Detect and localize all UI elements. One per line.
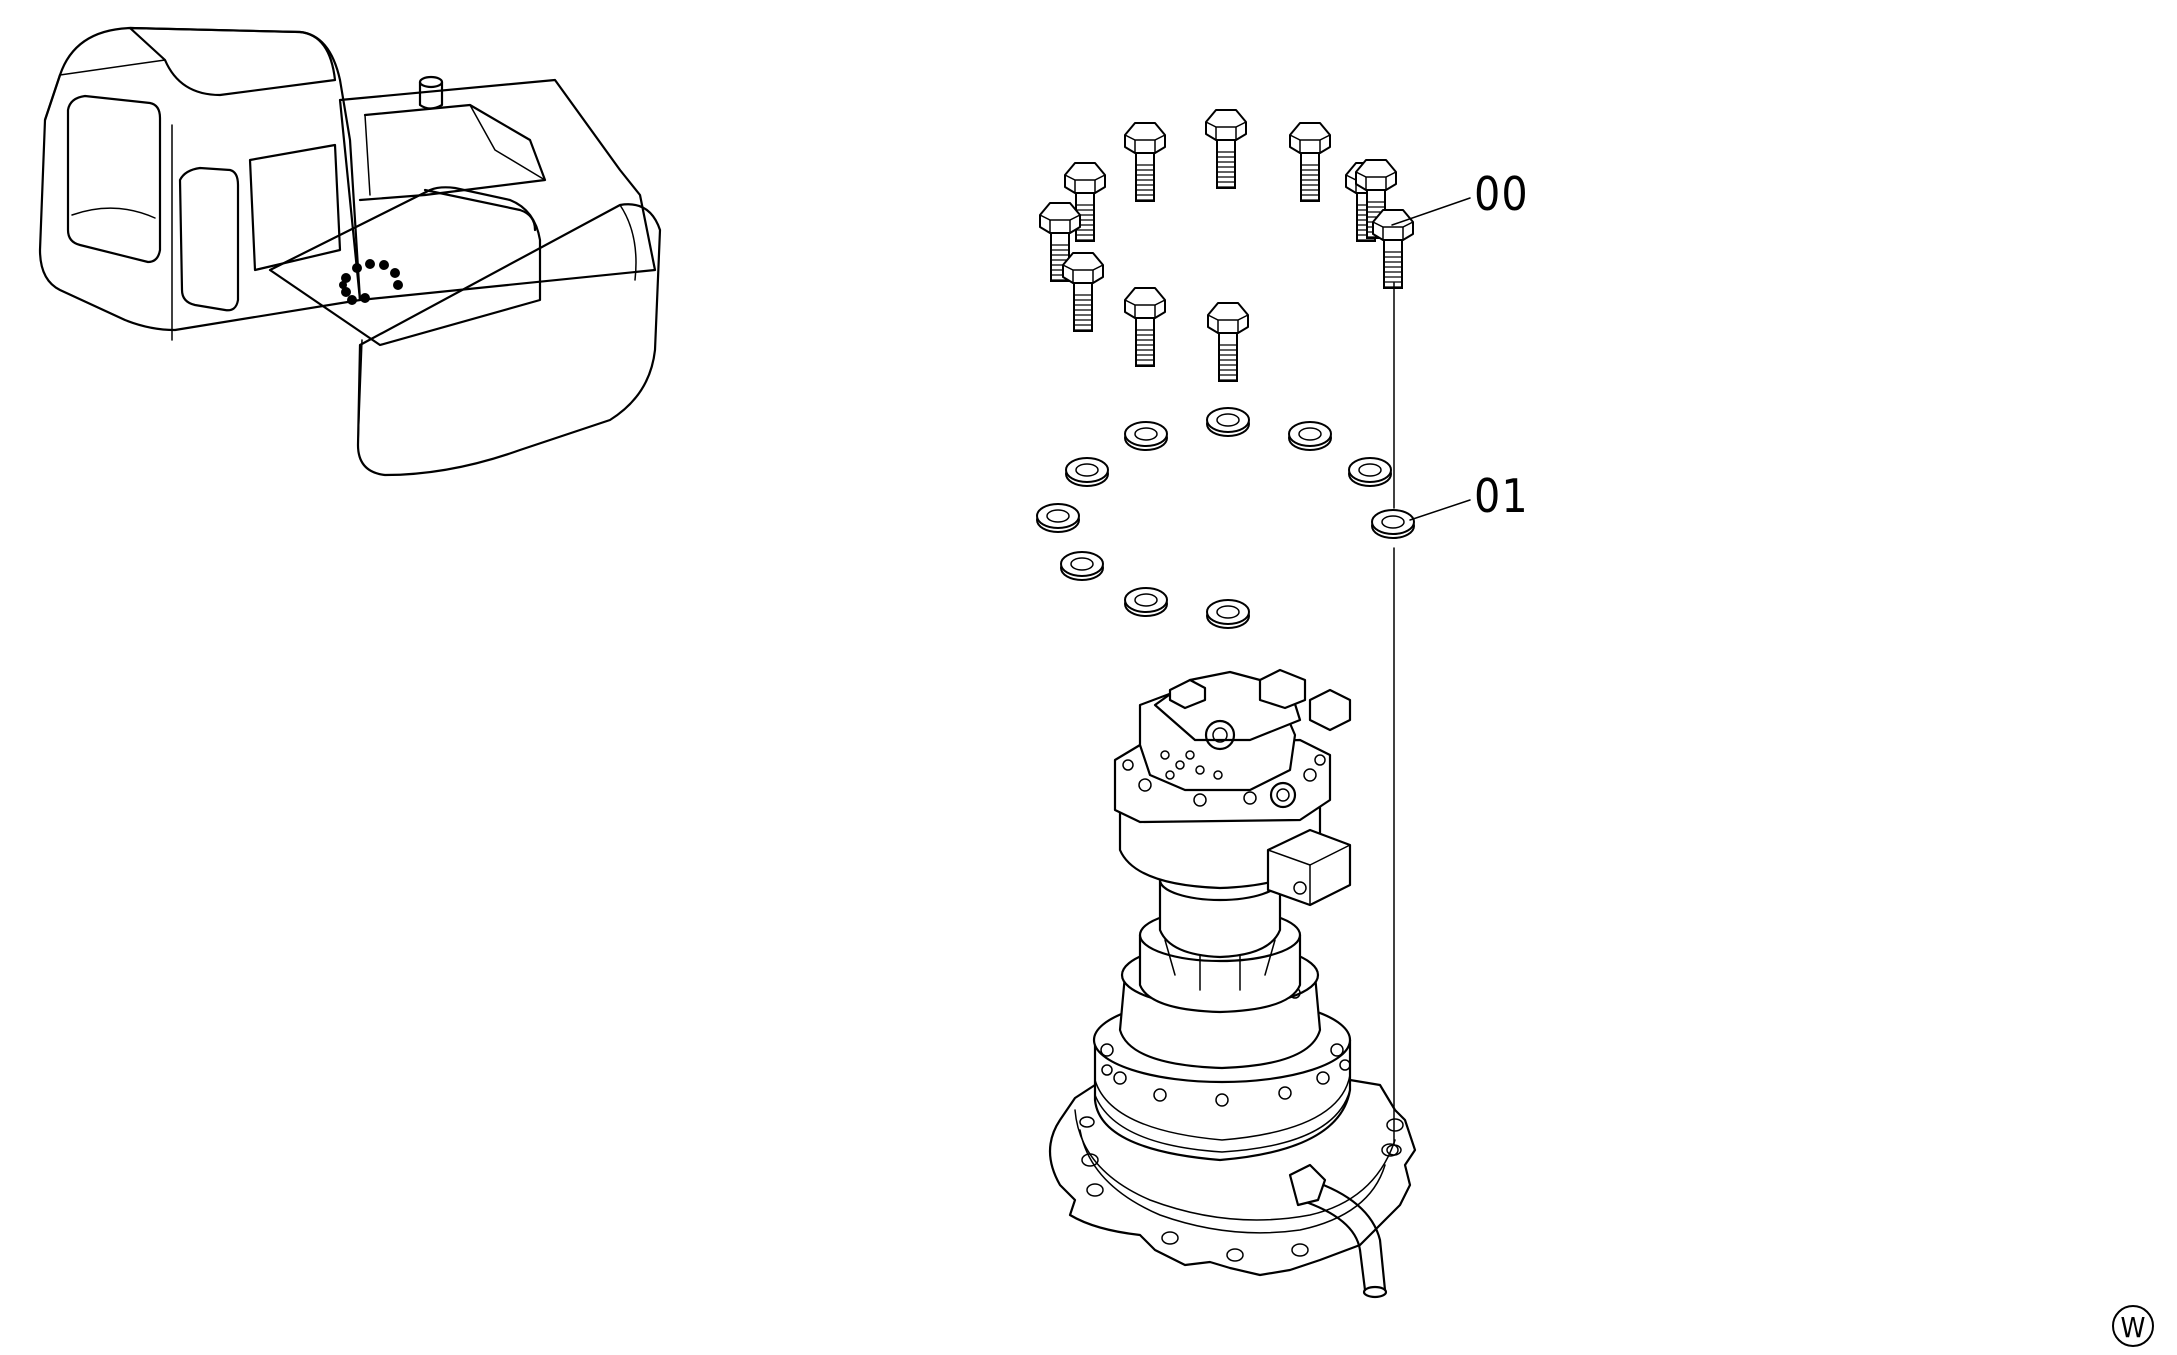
corner-mark-label: W <box>2121 1311 2146 1344</box>
leader-lines <box>1386 197 1471 1156</box>
bolt-icon <box>1207 302 1249 382</box>
callout-label-00: 00 <box>1474 167 1529 221</box>
washer-icon <box>1065 457 1109 487</box>
bolt-icon <box>1039 202 1081 282</box>
washer-icon <box>1036 503 1080 533</box>
bolt-group <box>1039 109 1414 382</box>
bolt-icon <box>1205 109 1247 189</box>
washer-icon <box>1348 457 1392 487</box>
bolt-location-marker <box>339 259 403 305</box>
bolt-icon <box>1062 252 1104 332</box>
bolt-icon <box>1124 287 1166 367</box>
bolt-icon <box>1372 209 1414 289</box>
washer-icon <box>1371 509 1415 539</box>
bolt-icon <box>1124 122 1166 202</box>
bolt-icon <box>1289 122 1331 202</box>
washer-icon <box>1124 587 1168 617</box>
washer-icon <box>1288 421 1332 451</box>
excavator-overview-icon <box>38 26 662 477</box>
callout-label-01: 01 <box>1474 469 1529 523</box>
washer-icon <box>1060 551 1104 581</box>
washer-icon <box>1124 421 1168 451</box>
washer-icon <box>1206 599 1250 629</box>
swing-motor-assembly-icon <box>1049 668 1417 1299</box>
washer-group <box>1036 407 1415 629</box>
callout-01: 01 <box>1474 469 1529 523</box>
corner-mark: W <box>2112 1305 2154 1347</box>
callout-00: 00 <box>1474 167 1529 221</box>
washer-icon <box>1206 407 1250 437</box>
